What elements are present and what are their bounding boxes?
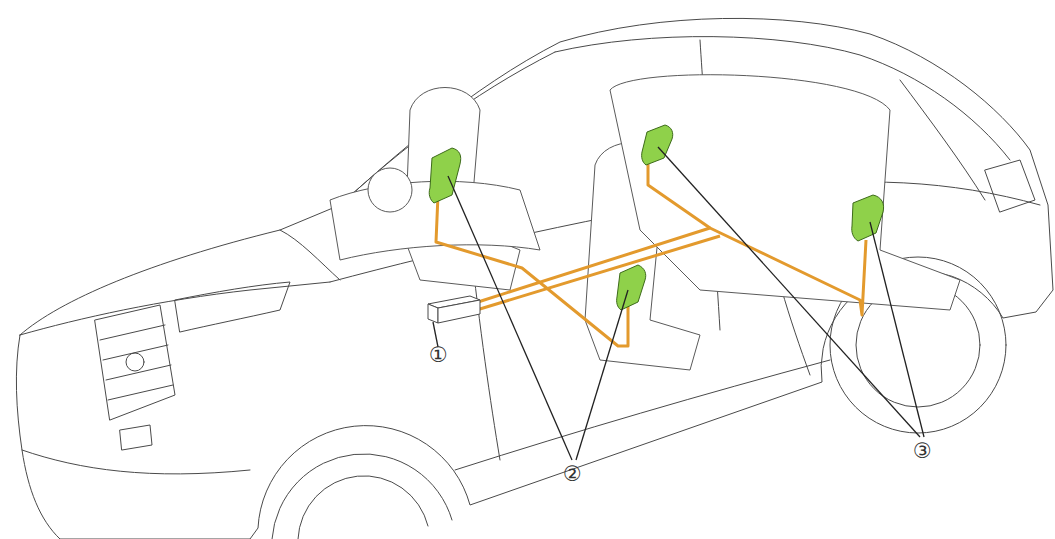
hood-line bbox=[20, 282, 330, 335]
leader-line bbox=[658, 147, 920, 437]
callout-number: ② bbox=[563, 463, 582, 485]
side-airbag-sensors bbox=[429, 125, 883, 310]
callout-number: ③ bbox=[913, 440, 932, 462]
front-bumper bbox=[22, 450, 250, 474]
fog-light bbox=[120, 425, 152, 450]
emblem bbox=[126, 353, 144, 371]
leader-line bbox=[448, 176, 572, 460]
grille bbox=[95, 305, 175, 420]
ecu-side bbox=[438, 300, 480, 323]
sensor-pad bbox=[852, 195, 884, 241]
leader-lines bbox=[433, 147, 924, 460]
seats bbox=[330, 75, 960, 370]
callout-number: ① bbox=[429, 344, 448, 366]
grille-bars bbox=[100, 325, 173, 400]
sensor-pad bbox=[617, 265, 646, 310]
leader-line bbox=[870, 222, 924, 437]
wire-main bbox=[478, 228, 866, 315]
wiring bbox=[436, 160, 866, 346]
wire-box bbox=[470, 236, 720, 312]
wire-driver bbox=[436, 195, 628, 346]
body-outline bbox=[16, 18, 1053, 539]
headlight bbox=[175, 282, 290, 332]
control-unit bbox=[428, 296, 480, 323]
windshield-base bbox=[280, 230, 340, 280]
leader-line bbox=[576, 290, 628, 460]
front-wheel-tyre bbox=[272, 454, 452, 539]
tail-light bbox=[985, 160, 1035, 212]
sill-line bbox=[455, 360, 830, 470]
c-pillar bbox=[900, 80, 985, 200]
rear-bench bbox=[610, 75, 960, 310]
ecu-front bbox=[428, 304, 438, 323]
car-body bbox=[16, 18, 1053, 539]
front-wheel-rim bbox=[298, 476, 428, 539]
steering-wheel bbox=[368, 168, 412, 212]
